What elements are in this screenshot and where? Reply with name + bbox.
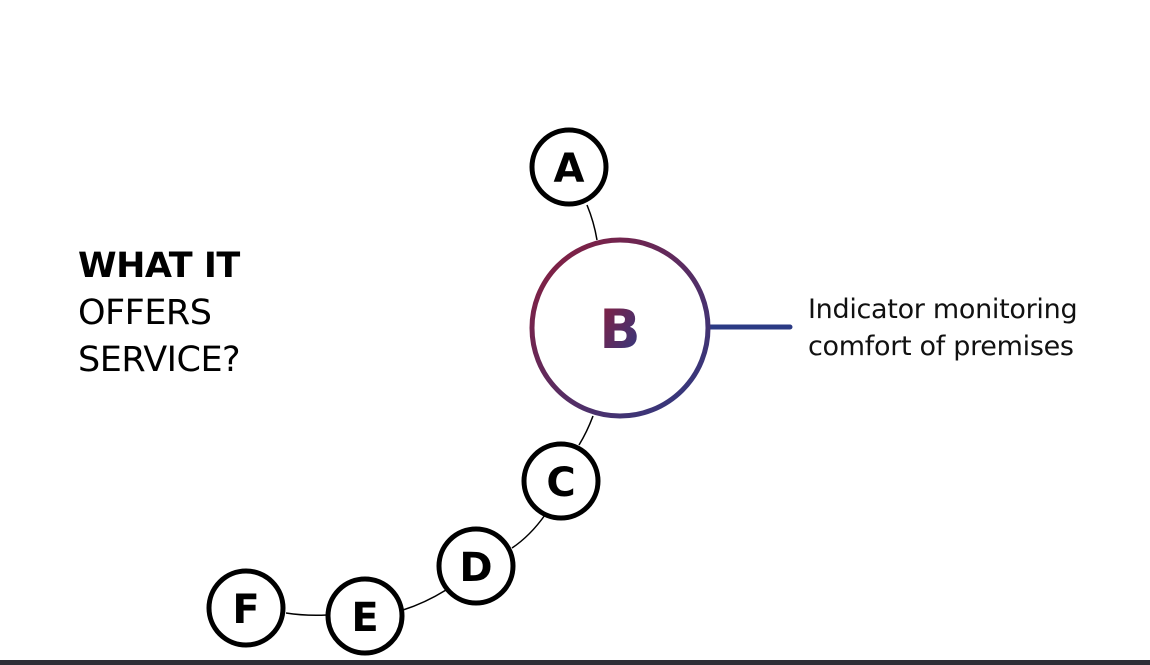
node-e-label: E [351,595,378,641]
link-a-b [586,204,598,241]
node-e: E [325,576,405,656]
description-line-2: comfort of premises [808,331,1074,362]
node-c: C [521,441,601,521]
node-c-label: C [546,460,575,506]
node-d: D [436,526,516,606]
node-a-label: A [554,146,585,192]
node-a: A [529,127,609,207]
node-b-description: Indicator monitoring comfort of premises [808,291,1078,365]
link-b-c [578,415,594,446]
link-d-e [402,589,447,611]
node-b: B [529,237,711,419]
node-d-label: D [459,545,492,591]
link-c-d [511,514,546,549]
heading: WHAT IT OFFERS SERVICE? [78,243,241,384]
node-f-label: F [232,587,259,633]
link-e-f [285,612,328,616]
description-line-1: Indicator monitoring [808,294,1078,325]
node-f: F [206,568,286,648]
node-b-label: B [599,298,640,361]
heading-line-1: WHAT IT [78,246,240,286]
heading-line-2: OFFERS [78,293,212,333]
bottom-divider [0,660,1150,665]
heading-line-3: SERVICE? [78,340,241,380]
